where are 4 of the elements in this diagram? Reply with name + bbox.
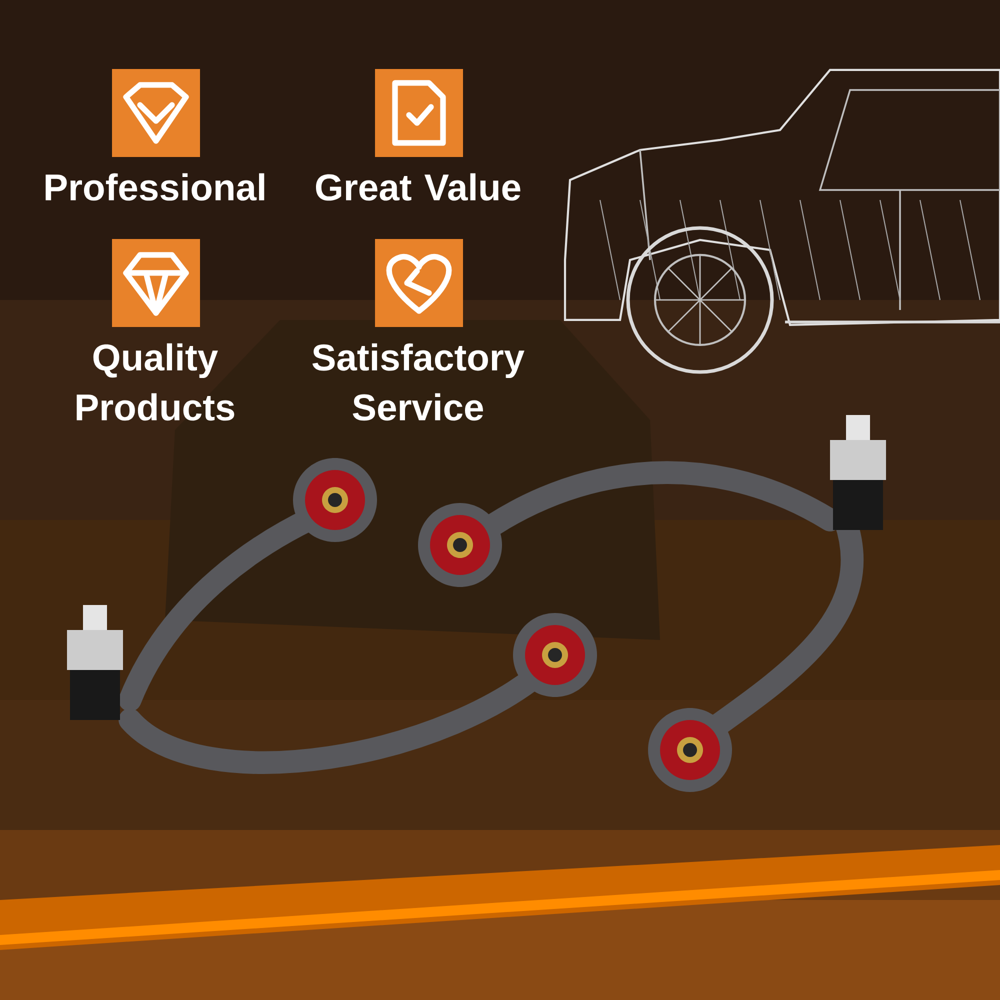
feature-label: Quality Products xyxy=(76,343,234,421)
feature-label: Great Value xyxy=(316,173,520,201)
feature-label: Satisfactory Service xyxy=(312,343,524,421)
feature-label: Professional xyxy=(46,173,264,201)
